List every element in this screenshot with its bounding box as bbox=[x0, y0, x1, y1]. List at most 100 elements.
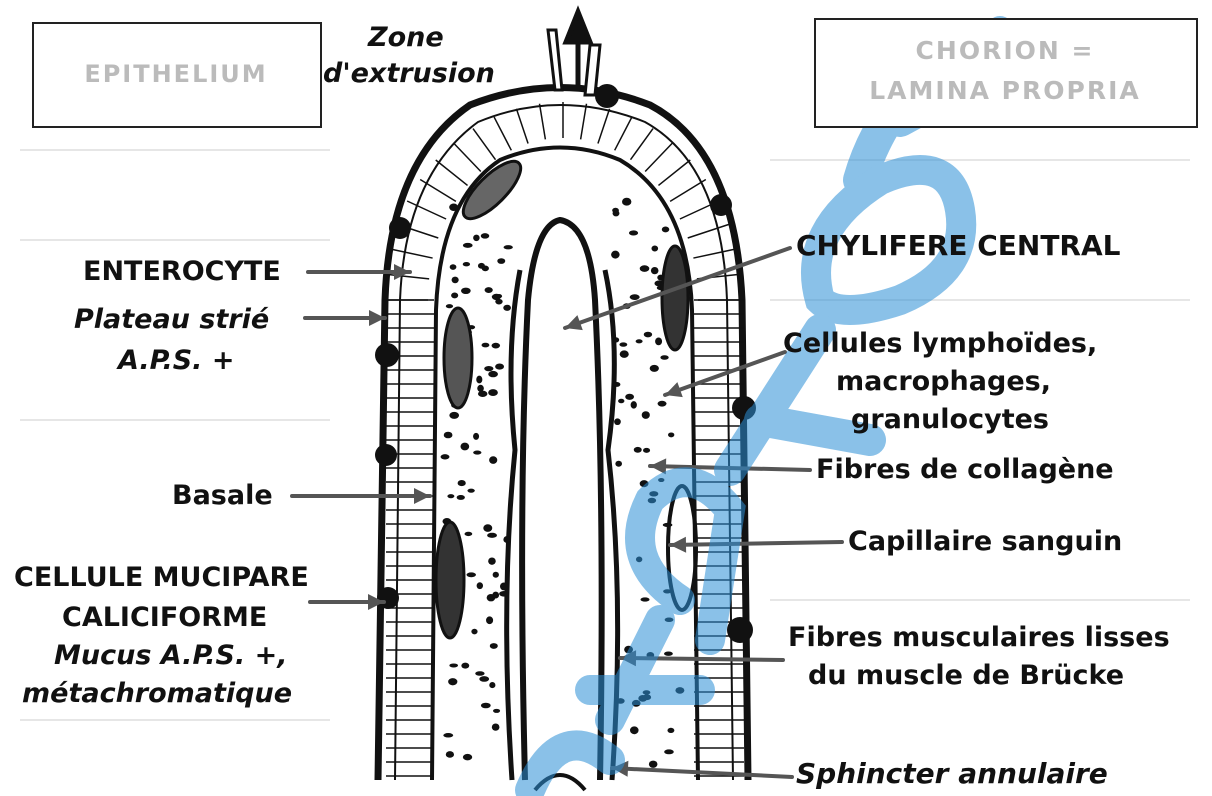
stroma-cell bbox=[458, 480, 466, 486]
goblet-cell-upper bbox=[444, 308, 472, 408]
stroma-cell bbox=[488, 557, 496, 564]
fibres-musculaires-label-line1: Fibres musculaires lisses bbox=[788, 622, 1170, 653]
cell-border bbox=[516, 109, 528, 144]
intraepithelial-lymphocyte-6 bbox=[710, 194, 732, 216]
epithelium-label: EPITHELIUM bbox=[32, 60, 320, 88]
stroma-cell bbox=[651, 267, 659, 274]
stroma-cell bbox=[492, 343, 500, 349]
extrusion-zone-label-line2: d'extrusion bbox=[323, 58, 495, 89]
stroma-cell bbox=[650, 365, 659, 372]
stroma-cell bbox=[481, 703, 491, 709]
cell-border bbox=[598, 109, 610, 144]
cellules-lymphoides-label-line1: Cellules lymphoïdes, bbox=[783, 328, 1097, 359]
stroma-cell bbox=[492, 592, 499, 599]
stroma-cell bbox=[503, 536, 510, 543]
mucus-label: Mucus A.P.S. +, bbox=[54, 640, 288, 671]
stroma-cell bbox=[503, 305, 511, 311]
stroma-cell bbox=[486, 616, 493, 624]
stroma-cell bbox=[466, 572, 475, 577]
stroma-cell bbox=[450, 264, 457, 270]
stroma-cell bbox=[504, 245, 513, 249]
stroma-cell bbox=[662, 227, 669, 233]
cellules-lymphoides-label-line2: macrophages, bbox=[836, 366, 1051, 397]
stroma-cell bbox=[478, 391, 487, 397]
stroma-cell bbox=[636, 339, 643, 343]
stroma-cell bbox=[449, 412, 459, 419]
cell-border bbox=[540, 104, 546, 140]
stroma-cell bbox=[473, 235, 479, 242]
stroma-cell bbox=[489, 456, 497, 464]
stroma-cell bbox=[490, 643, 498, 649]
cell-border bbox=[615, 117, 632, 150]
stroma-cell bbox=[500, 582, 508, 590]
stroma-cell bbox=[640, 265, 650, 272]
goblet-cell-lower bbox=[436, 522, 464, 638]
intraepithelial-lymphocyte-4 bbox=[377, 587, 399, 609]
stroma-cell bbox=[476, 376, 482, 384]
stroma-cell bbox=[497, 258, 505, 264]
stroma-cell bbox=[482, 343, 490, 348]
basale-label: Basale bbox=[172, 480, 273, 511]
stroma-cell bbox=[448, 678, 457, 685]
intraepithelial-lymphocyte-8 bbox=[727, 617, 753, 643]
cell-border bbox=[693, 249, 736, 258]
extrusion-zone-label-line1: Zone bbox=[368, 22, 444, 53]
villus-drawing bbox=[375, 12, 756, 790]
stroma-cell bbox=[631, 401, 637, 409]
stroma-cell bbox=[625, 394, 634, 400]
intraepithelial-lymphocyte-3 bbox=[375, 444, 397, 466]
stroma-cell bbox=[630, 294, 640, 300]
stroma-cell bbox=[499, 591, 508, 597]
stroma-cell bbox=[622, 198, 631, 206]
cell-border bbox=[631, 129, 654, 160]
stroma-cell bbox=[447, 494, 454, 498]
stroma-cell bbox=[629, 230, 638, 235]
cell-border bbox=[385, 274, 430, 279]
aps-positive-label: A.P.S. + bbox=[118, 345, 234, 376]
stroma-cell bbox=[649, 761, 658, 768]
cell-border bbox=[658, 160, 690, 185]
cell-border bbox=[436, 160, 468, 185]
stroma-cell bbox=[446, 751, 454, 758]
cell-border bbox=[473, 129, 496, 160]
intraepithelial-lymphocyte-5 bbox=[595, 84, 619, 108]
stroma-cell bbox=[461, 663, 469, 669]
cell-border bbox=[389, 249, 432, 258]
stroma-cell bbox=[444, 432, 453, 439]
stroma-cell bbox=[493, 572, 499, 578]
stroma-cell bbox=[463, 243, 473, 248]
stroma-cell bbox=[651, 246, 658, 252]
stroma-cell bbox=[461, 288, 471, 294]
chorion-box bbox=[814, 18, 1198, 128]
stroma-cell bbox=[611, 251, 620, 259]
stroma-cell bbox=[668, 432, 674, 437]
stroma-cell bbox=[465, 532, 473, 536]
stroma-cell bbox=[489, 682, 495, 688]
stroma-cell bbox=[658, 401, 667, 407]
cell-border bbox=[688, 224, 730, 238]
stroma-cell bbox=[441, 454, 450, 459]
fibres-musculaires-label-line2: du muscle de Brücke bbox=[808, 660, 1124, 691]
stroma-cell bbox=[463, 754, 472, 760]
chorion-label-line2: LAMINA PROPRIA bbox=[814, 76, 1196, 105]
cell-border bbox=[453, 143, 480, 172]
capillaire-leader-arrowhead bbox=[670, 537, 686, 553]
sphincter-annulaire-label: Sphincter annulaire bbox=[796, 758, 1108, 790]
stroma-cell bbox=[473, 433, 479, 440]
stroma-cell bbox=[492, 294, 501, 300]
cell-border bbox=[581, 104, 587, 140]
enterocyte-label: ENTEROCYTE bbox=[83, 256, 281, 287]
stroma-cell bbox=[642, 411, 650, 419]
stroma-cell bbox=[643, 448, 650, 453]
stroma-cell bbox=[487, 533, 497, 538]
plateau-strie-label: Plateau strié bbox=[74, 304, 269, 335]
chylifere-central-label: CHYLIFERE CENTRAL bbox=[796, 230, 1121, 262]
extruded-cell-left bbox=[548, 30, 562, 90]
stroma-cell bbox=[495, 364, 504, 370]
stroma-cell bbox=[620, 350, 629, 357]
fibres-collagene-label: Fibres de collagène bbox=[816, 454, 1114, 485]
basale-leader-arrowhead bbox=[414, 488, 430, 504]
intraepithelial-lymphocyte-2 bbox=[375, 343, 399, 367]
caliciforme-label: CALICIFORME bbox=[62, 602, 267, 633]
stroma-cell bbox=[618, 399, 624, 404]
